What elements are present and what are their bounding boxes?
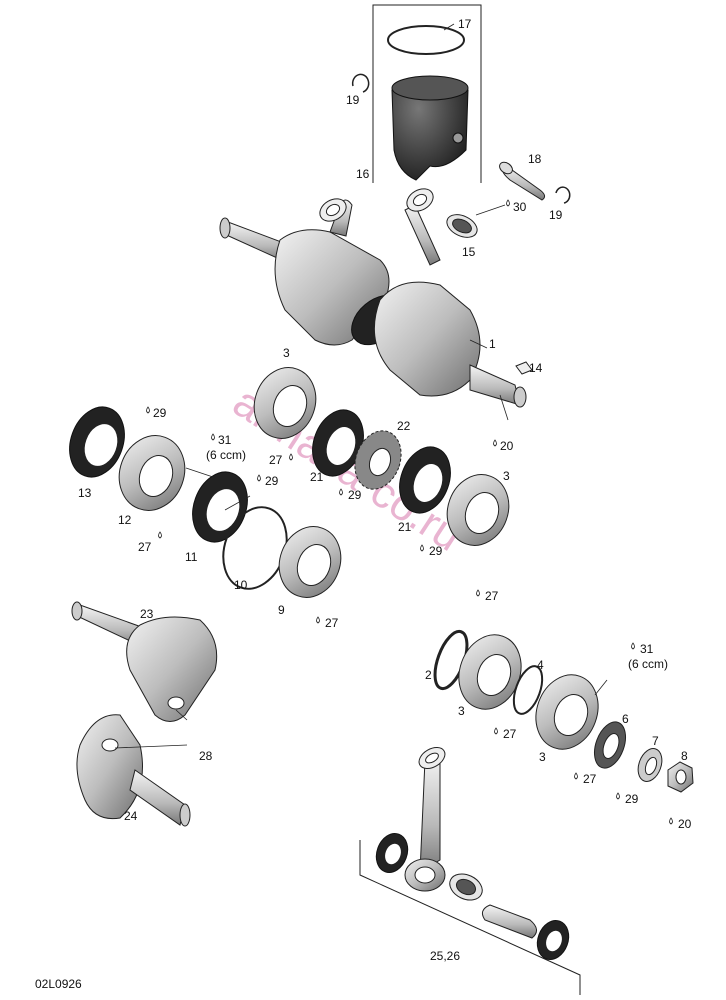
label-15: 15 [462,245,476,259]
label-ccm-b: (6 ccm) [628,657,668,671]
label-19-right: 19 [549,208,563,222]
bearing-3-right [446,474,510,546]
crank-half-23 [71,601,218,722]
oil-seal-13 [69,406,125,478]
oil-seal-21b [399,446,451,514]
label-ccm-a: (6 ccm) [206,448,246,462]
oil-drop-icon [146,406,150,414]
key [515,361,533,375]
gear-22 [354,430,402,490]
bearing-12 [118,435,186,511]
connecting-rod-kit [359,747,581,995]
oil-drop-icon [631,642,635,650]
bearing-9 [278,526,342,598]
oil-drop-icon [158,531,162,539]
circlip [351,73,370,93]
crank-half-24 [76,714,191,827]
label-11: 11 [185,550,198,564]
label-27-a: 27 [269,453,283,467]
label-18: 18 [528,152,542,166]
label-12: 12 [118,513,132,527]
crankshaft [219,188,527,408]
oil-drop-icon [476,589,480,597]
label-21-a: 21 [310,470,324,484]
oil-seal-11 [192,471,248,543]
label-6: 6 [622,712,629,726]
label-27-f: 27 [583,772,597,786]
label-4: 4 [537,658,544,672]
part-labels: 17 19 16 18 30 19 15 1 14 3 29 22 31 20 … [35,17,692,991]
crank-pin [481,904,537,939]
label-7: 7 [652,734,659,748]
bearing-3-rightlower [458,634,522,710]
label-29-b: 29 [265,474,279,488]
label-27-c: 27 [485,589,499,603]
label-29-e: 29 [625,792,639,806]
label-30: 30 [513,200,527,214]
label-27-b: 27 [138,540,152,554]
oil-drop-icon [574,772,578,780]
label-3-lower: 3 [458,704,465,718]
oil-drop-icon [616,792,620,800]
circlip-right [555,186,571,204]
label-3-lowest: 3 [539,750,546,764]
leader-lines [114,23,608,749]
label-28: 28 [199,749,213,763]
oil-drop-icon [669,817,673,825]
label-13: 13 [78,486,92,500]
label-27-d: 27 [325,616,339,630]
label-3-top: 3 [283,346,290,360]
label-10: 10 [234,578,248,592]
label-8: 8 [681,749,688,763]
label-9: 9 [278,603,285,617]
piston-pin [499,161,546,201]
label-23: 23 [140,607,154,621]
label-3-right: 3 [503,469,510,483]
label-14: 14 [529,361,543,375]
label-29-d: 29 [429,544,443,558]
bearing-3-upper [253,367,317,439]
label-2: 2 [425,668,432,682]
label-29-c: 29 [348,488,362,502]
oil-drop-icon [420,544,424,552]
washer-7 [637,748,663,782]
label-29-a: 29 [153,406,167,420]
label-21-b: 21 [398,520,412,534]
ring-4 [512,665,544,715]
label-31-a: 31 [218,433,232,447]
oil-drop-icon [316,616,320,624]
label-20-b: 20 [678,817,692,831]
label-17: 17 [458,17,472,31]
oil-drop-icon [257,474,261,482]
oil-drop-icon [289,453,293,461]
oil-drop-icon [211,433,215,441]
washer-6 [593,721,627,769]
label-24: 24 [124,809,138,823]
label-19-left: 19 [346,93,360,107]
label-1: 1 [489,337,496,351]
oil-drop-icon [506,199,510,207]
needle-bearing-top [446,214,478,238]
label-16: 16 [356,167,370,181]
label-20-a: 20 [500,439,514,453]
oil-drop-icon [493,439,497,447]
piston-group [351,4,482,183]
label-25-26: 25,26 [430,949,460,963]
oil-drop-icon [339,488,343,496]
oil-drop-icon [494,727,498,735]
nut-8 [667,761,694,793]
label-27-e: 27 [503,727,517,741]
piston-ring [387,25,465,55]
bearing-3-lowest [535,674,599,750]
oil-seal-21a [312,409,364,477]
label-31-b: 31 [640,642,654,656]
lubricant-drop-icons [146,199,673,825]
label-22: 22 [397,419,411,433]
drawing-code: 02L0926 [35,977,82,991]
